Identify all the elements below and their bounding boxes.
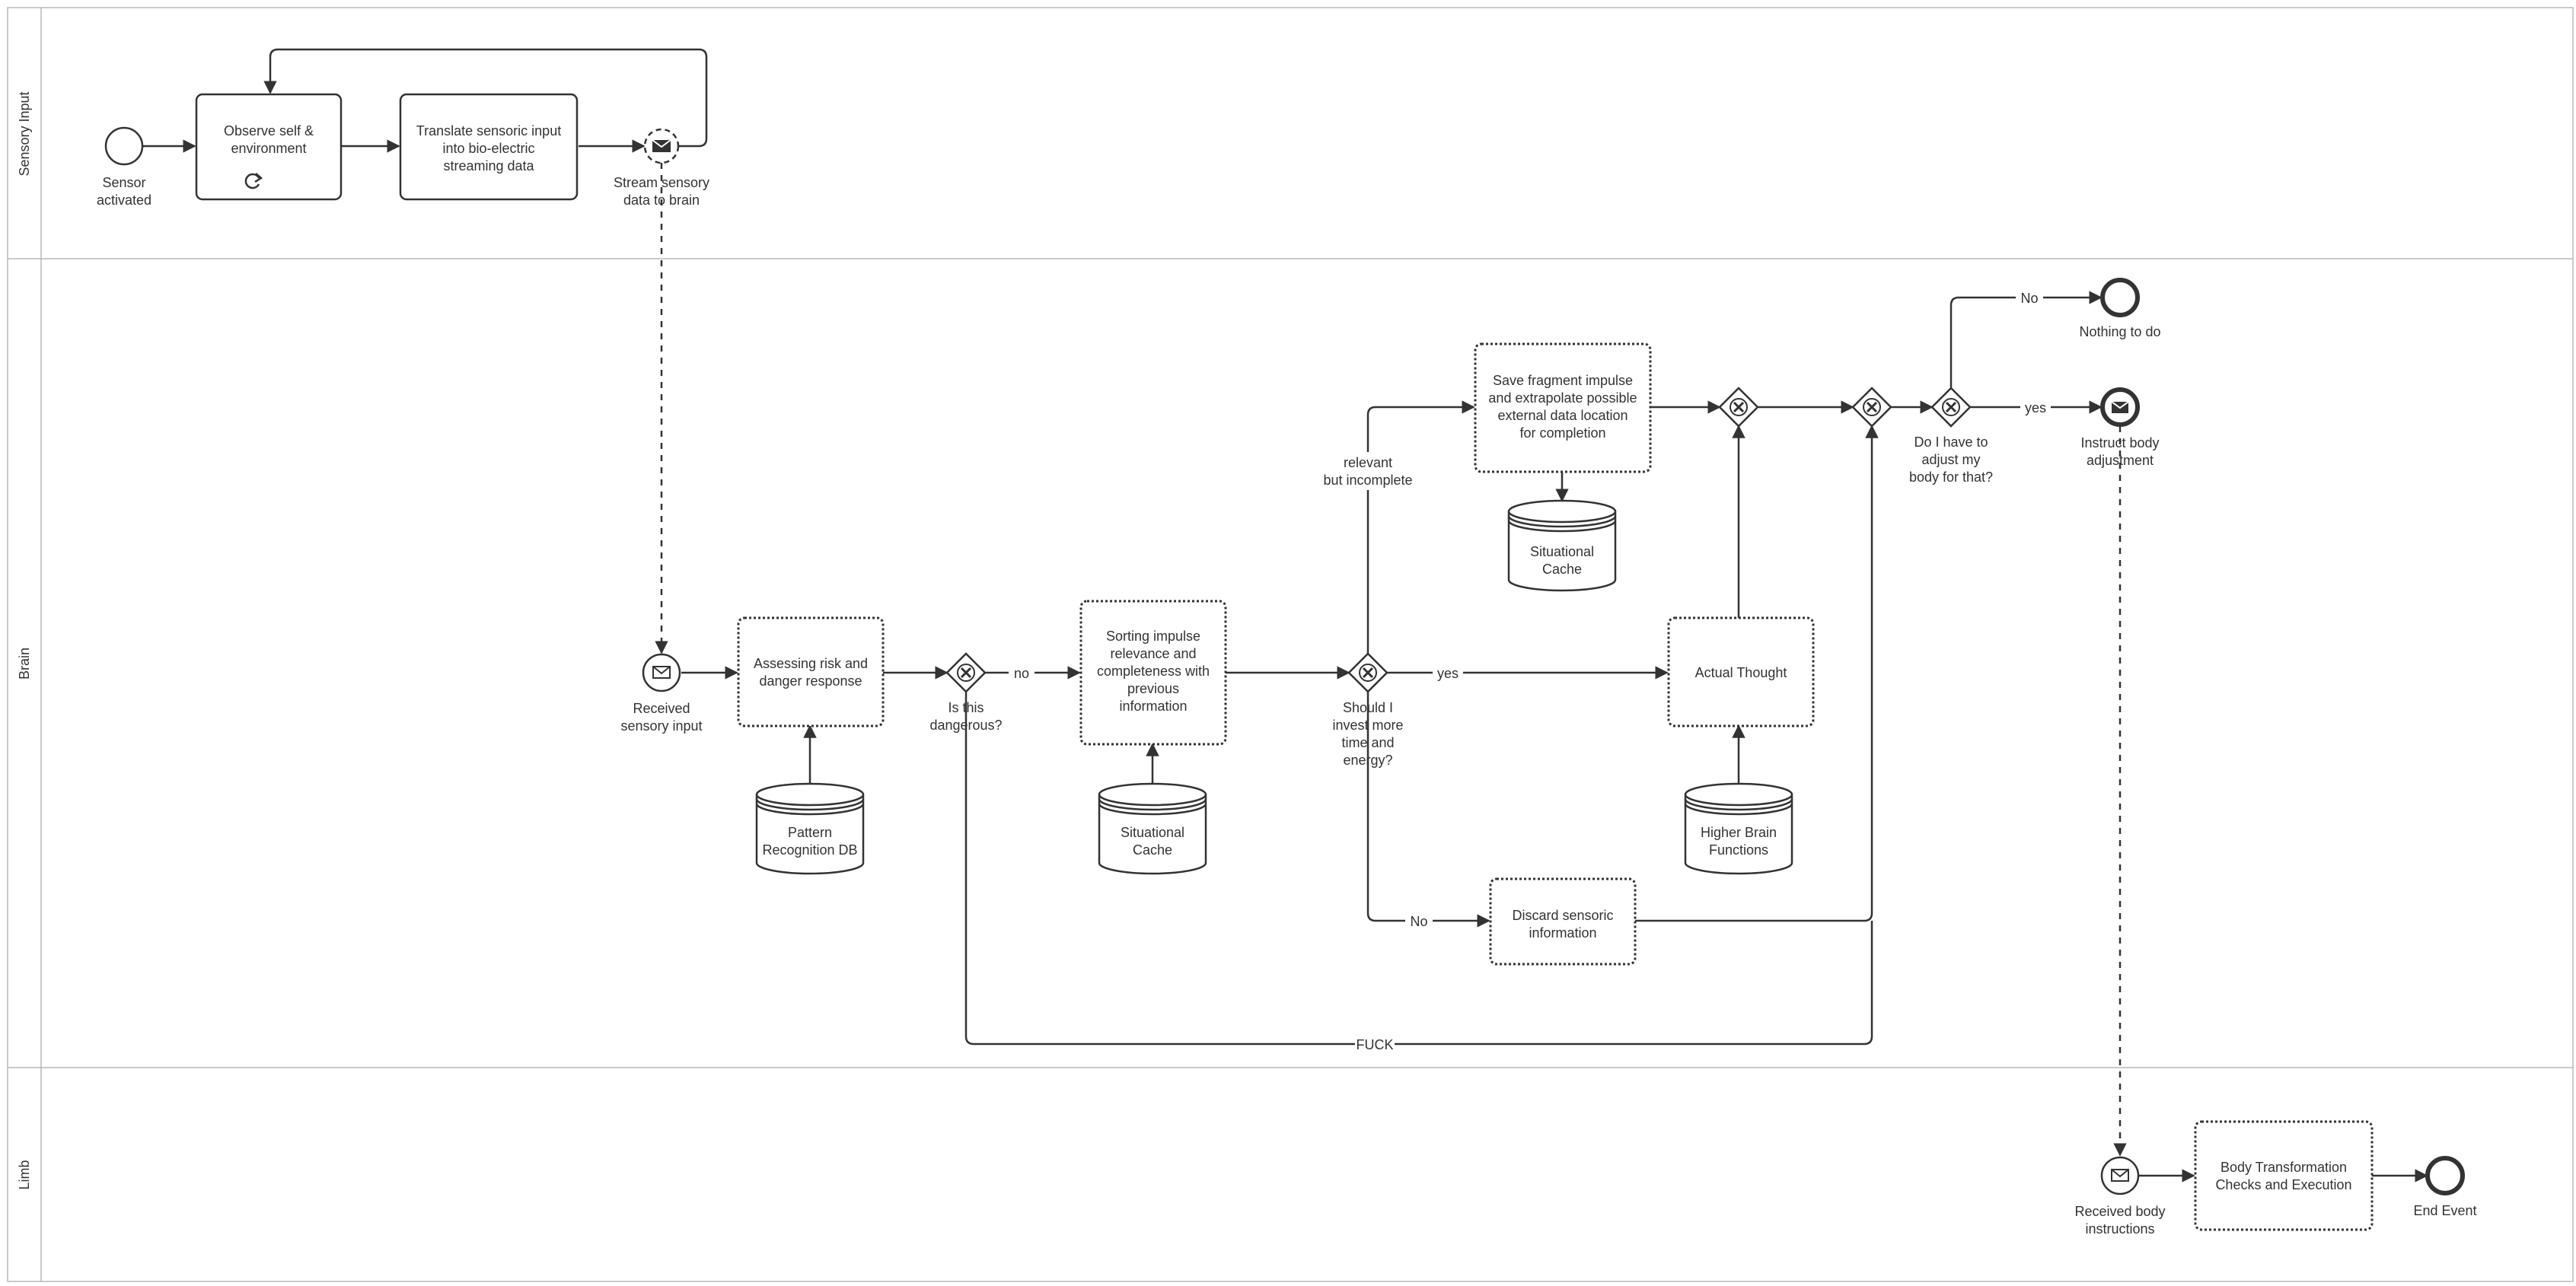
- flow-invest-no-to-discard[interactable]: [1366, 692, 1490, 928]
- envelope-icon: [652, 666, 671, 679]
- gateway-merge-2[interactable]: [1851, 387, 1892, 428]
- flow-invest-relevant-to-save[interactable]: [1366, 400, 1475, 654]
- event-nothing-label: Nothing to do: [2079, 324, 2160, 339]
- exclusive-gateway-icon: [1730, 398, 1748, 416]
- flow-stream-loop[interactable]: [263, 48, 708, 148]
- lane-brain[interactable]: Brain: [17, 648, 32, 680]
- loop-marker-icon: [244, 173, 263, 189]
- database-icon: [1098, 782, 1207, 875]
- event-end-label: End Event: [2413, 1203, 2476, 1218]
- edge-label-no-adjust: No: [2020, 291, 2038, 306]
- exclusive-gateway-icon: [1359, 664, 1377, 682]
- task-thought-label: Actual Thought: [1695, 665, 1787, 680]
- flow-dangerous-fuck-to-merge2[interactable]: [964, 692, 1873, 1046]
- exclusive-gateway-icon: [1942, 398, 1960, 416]
- lane-label-sensory-input: Sensory Input: [17, 91, 32, 176]
- database-icon: [1507, 499, 1617, 592]
- task-observe-label: Observe self &environment: [224, 123, 314, 156]
- message-flows: [655, 163, 2127, 1157]
- exclusive-gateway-icon: [1863, 398, 1881, 416]
- envelope-filled-icon: [2111, 401, 2129, 413]
- exclusive-gateway-icon: [957, 664, 975, 682]
- edge-label-no-invest: No: [1410, 914, 1427, 929]
- task-observe[interactable]: Observe self &environment: [195, 93, 343, 201]
- lane-limb[interactable]: Limb: [17, 1160, 32, 1189]
- lane-label-brain: Brain: [17, 648, 32, 680]
- edge-label-fuck: FUCK: [1357, 1037, 1394, 1052]
- database-icon: [1684, 782, 1793, 875]
- pool: [7, 7, 2574, 1282]
- edge-label-yes-invest: yes: [1437, 666, 1459, 681]
- end-event-icon: [2425, 1156, 2465, 1195]
- end-event-icon: [2100, 278, 2140, 317]
- envelope-icon: [2111, 1169, 2129, 1182]
- task-actual-thought[interactable]: Actual Thought: [1667, 616, 1815, 727]
- edge-label-yes-adjust: yes: [2025, 400, 2046, 415]
- gateway-merge-1[interactable]: [1718, 387, 1759, 428]
- flow-adjust-no-to-nothing[interactable]: [1950, 291, 2103, 388]
- flow-discard-to-merge2[interactable]: [1635, 425, 1879, 922]
- event-end[interactable]: End Event: [2413, 1156, 2477, 1218]
- event-nothing-to-do[interactable]: Nothing to do: [2079, 278, 2161, 339]
- database-icon: [755, 782, 865, 875]
- edge-label-no-dangerous: no: [1014, 666, 1029, 681]
- sequence-flows: [143, 48, 2428, 1183]
- envelope-filled-icon: [652, 139, 671, 152]
- lane-label-limb: Limb: [17, 1160, 32, 1189]
- start-event-icon: [104, 126, 144, 166]
- lane-sensory-input[interactable]: Sensory Input: [17, 91, 32, 176]
